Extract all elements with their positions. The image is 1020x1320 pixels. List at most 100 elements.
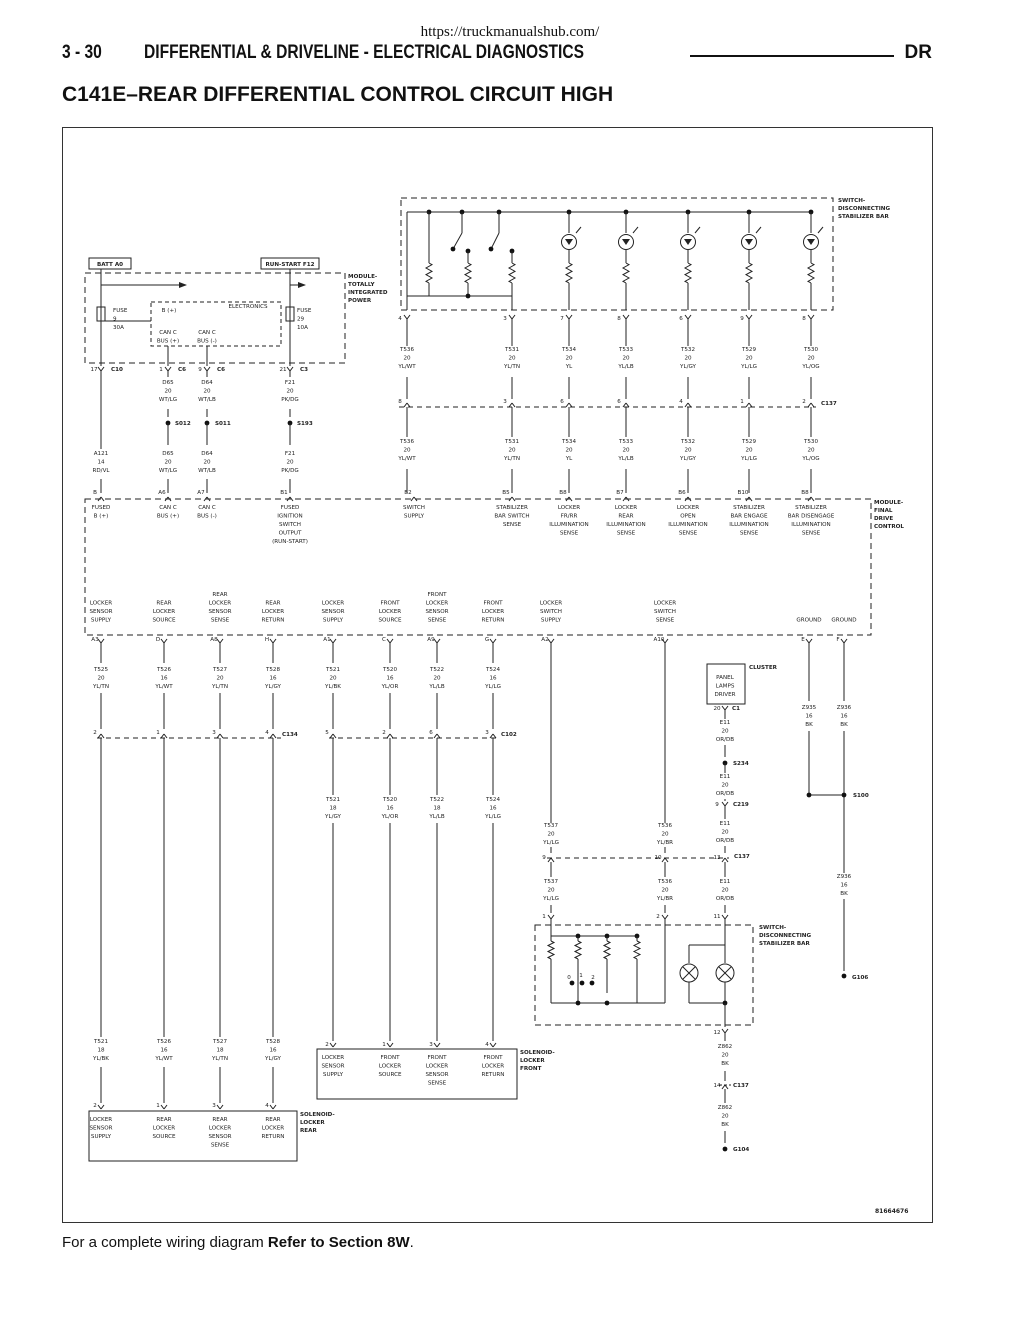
fdcm-pin-function: LOCKER — [540, 601, 562, 607]
fdcm-pin — [661, 638, 666, 644]
wire-code: YL/LB — [617, 456, 634, 462]
wire-code: 20 — [216, 676, 224, 682]
fdcm-pin-function: SENSE — [656, 618, 675, 624]
wire-code: 20 — [745, 448, 753, 454]
pin-number: 2 — [656, 914, 660, 920]
splice-dot — [604, 1000, 610, 1006]
wire-code: YL/LG — [542, 896, 559, 902]
wire-code: YL/BR — [656, 896, 673, 902]
switch-pin — [406, 314, 411, 320]
fdcm-pin-function: SUPPLY — [541, 618, 562, 624]
wire-code: 20 — [721, 729, 729, 735]
wire-code: 20 — [203, 460, 211, 466]
fdcm-pin — [436, 638, 441, 644]
wire-code: A121 — [94, 451, 109, 457]
switch-pin — [511, 314, 516, 320]
fdcm-pin-function: LOCKER — [153, 609, 175, 615]
led-emit-arrow — [694, 226, 701, 234]
c137-pin — [511, 402, 516, 408]
fdcm-pin-function: FUSED — [92, 505, 111, 511]
switch-contact — [589, 980, 595, 986]
solenoid-pin-function: SOURCE — [152, 1134, 176, 1140]
c137-pin-number: 6 — [617, 399, 621, 405]
fdcm-pin-function: REAR — [618, 514, 633, 520]
fdcm-pin — [410, 496, 415, 502]
label: DRIVE — [874, 516, 893, 522]
fdcm-pin-function: SENSOR — [321, 609, 344, 615]
cluster-function: PANEL — [716, 675, 735, 681]
solenoid-pin-function: FRONT — [427, 1055, 447, 1061]
solenoid-pin-function: SENSOR — [321, 1064, 344, 1070]
c137-pin-number: 4 — [679, 399, 683, 405]
diagram-title: C141E–REAR DIFFERENTIAL CONTROL CIRCUIT … — [62, 83, 614, 106]
wire-code: T536 — [399, 439, 415, 445]
fdcm-pin — [329, 638, 334, 644]
cluster-pin — [724, 705, 729, 711]
wire-code: 20 — [684, 448, 692, 454]
switch-contact — [569, 980, 575, 986]
c137-pin — [508, 402, 513, 408]
c137-pin-number: 3 — [503, 399, 507, 405]
fdcm-pin-function: CAN C — [159, 505, 177, 511]
fdcm-pin — [433, 638, 438, 644]
label: SOLENOID- — [300, 1112, 335, 1118]
fdcm-pin-number: A10 — [654, 637, 665, 643]
fdcm-pin — [489, 638, 494, 644]
resistor — [744, 262, 754, 284]
wire-code: D64 — [201, 380, 213, 386]
wire-code: YL/GY — [264, 684, 281, 690]
splice-dot — [841, 792, 847, 798]
wire-code: T525 — [93, 667, 109, 673]
fdcm-pin-function: BAR ENGAGE — [731, 514, 768, 520]
front-solenoid-pin — [492, 1042, 497, 1048]
solenoid-pin-function: LOCKER — [379, 1064, 401, 1070]
c134-pin — [97, 733, 102, 739]
label: MODULE- — [874, 500, 904, 506]
wire-code: OR/DB — [716, 791, 734, 797]
solenoid-pin-function: SENSOR — [425, 1072, 448, 1078]
fdcm-pin-number: B8 — [559, 490, 567, 496]
wire-code: Z862 — [718, 1044, 733, 1050]
pin-number: 20 — [713, 706, 721, 712]
wire-code: 16 — [269, 676, 277, 682]
fuse-icon — [285, 306, 295, 322]
wire-code: YL/WT — [397, 364, 416, 370]
pin-number: 2 — [93, 1103, 97, 1109]
source-url-watermark: https://truckmanualshub.com/ — [420, 24, 600, 40]
solenoid-pin-function: LOCKER — [209, 1126, 231, 1132]
switch-bottom-pin — [547, 914, 552, 920]
can-label: BUS (+) — [157, 339, 179, 345]
fdcm-pin-function: LOCKER — [426, 601, 448, 607]
pin-number: 1 — [382, 1042, 386, 1048]
fdcm-pin — [550, 638, 555, 644]
pin-number: 1 — [156, 1103, 160, 1109]
pin-number: 1 — [542, 914, 546, 920]
wire-code: 20 — [403, 356, 411, 362]
wire-code: T521 — [325, 797, 341, 803]
fdcm-pin — [807, 496, 812, 502]
fdcm-pin-function: FRONT — [427, 592, 447, 598]
fdcm-pin-function: IGNITION — [277, 514, 302, 520]
wire-code: 20 — [286, 389, 294, 395]
fdcm-pin-number: A6 — [158, 490, 166, 496]
c134-pin — [160, 733, 165, 739]
wire-code: YL/TN — [92, 684, 109, 690]
c1-label: C1 — [732, 706, 740, 712]
c137-pin — [661, 857, 666, 863]
front-solenoid-pin — [329, 1042, 334, 1048]
rear-solenoid-pin — [97, 1104, 102, 1110]
c134-pin-number: 4 — [265, 730, 269, 736]
connector-label: C6 — [217, 367, 225, 373]
resistor — [564, 262, 574, 284]
fdcm-pin-function: LOCKER — [379, 609, 401, 615]
fdcm-pin-function: SWITCH — [403, 505, 425, 511]
fdcm-pin-function: ILLUMINATION — [668, 522, 707, 528]
solenoid-pin-function: SUPPLY — [323, 1072, 344, 1078]
wire-code: T520 — [382, 797, 398, 803]
fdcm-pin-number: D — [156, 637, 160, 643]
fdcm-pin-number: E — [801, 637, 805, 643]
fdcm-pin — [840, 638, 845, 644]
wire-code: E11 — [720, 774, 731, 780]
label: DISCONNECTING — [759, 933, 811, 939]
wire-code: BK — [840, 891, 848, 897]
